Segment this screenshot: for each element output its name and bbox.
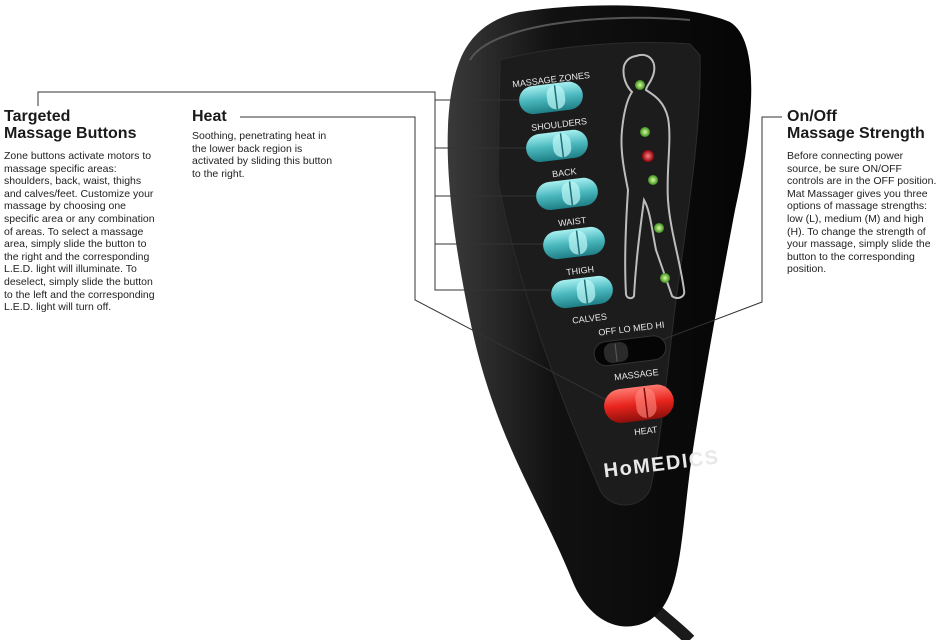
body-silhouette-icon — [620, 54, 686, 300]
targeted-heading-line1: Targeted — [4, 108, 71, 125]
led-calves — [660, 273, 670, 283]
zone-button-thigh[interactable] — [542, 225, 607, 260]
led-back — [640, 127, 650, 137]
onoff-strength-description: Before connecting power source, be sure … — [787, 150, 937, 276]
targeted-massage-heading: Targeted Massage Buttons — [4, 108, 174, 142]
zone-label-back: BACK — [552, 166, 578, 179]
zone-button-waist[interactable] — [535, 176, 600, 211]
led-waist — [648, 175, 658, 185]
leader-line-heat — [240, 116, 611, 403]
zone-button-shoulders[interactable] — [518, 80, 585, 116]
led-heat — [642, 150, 654, 162]
heat-button[interactable] — [602, 383, 676, 425]
onoff-heading-line1: On/Off — [787, 108, 837, 125]
leader-lines-zones — [37, 91, 550, 291]
zone-label-calves: CALVES — [572, 311, 608, 325]
heat-label: HEAT — [634, 424, 659, 437]
body-highlight — [469, 16, 691, 61]
heat-heading: Heat — [192, 108, 227, 125]
strength-slider[interactable] — [593, 334, 667, 367]
zone-button-back[interactable] — [525, 128, 590, 163]
led-thigh — [654, 223, 664, 233]
led-shoulders — [635, 80, 645, 90]
targeted-massage-description: Zone buttons activate motors to massage … — [4, 150, 155, 314]
zone-label-thigh: THIGH — [566, 264, 595, 277]
onoff-strength-heading: On/Off Massage Strength — [787, 108, 941, 142]
onoff-heading-line2: Massage Strength — [787, 125, 925, 142]
zone-button-calves[interactable] — [550, 274, 615, 309]
heat-description: Soothing, penetrating heat in the lower … — [192, 130, 333, 180]
targeted-heading-line2: Massage Buttons — [4, 125, 137, 142]
zone-label-waist: WAIST — [558, 215, 588, 228]
leader-line-onoff — [629, 116, 782, 353]
